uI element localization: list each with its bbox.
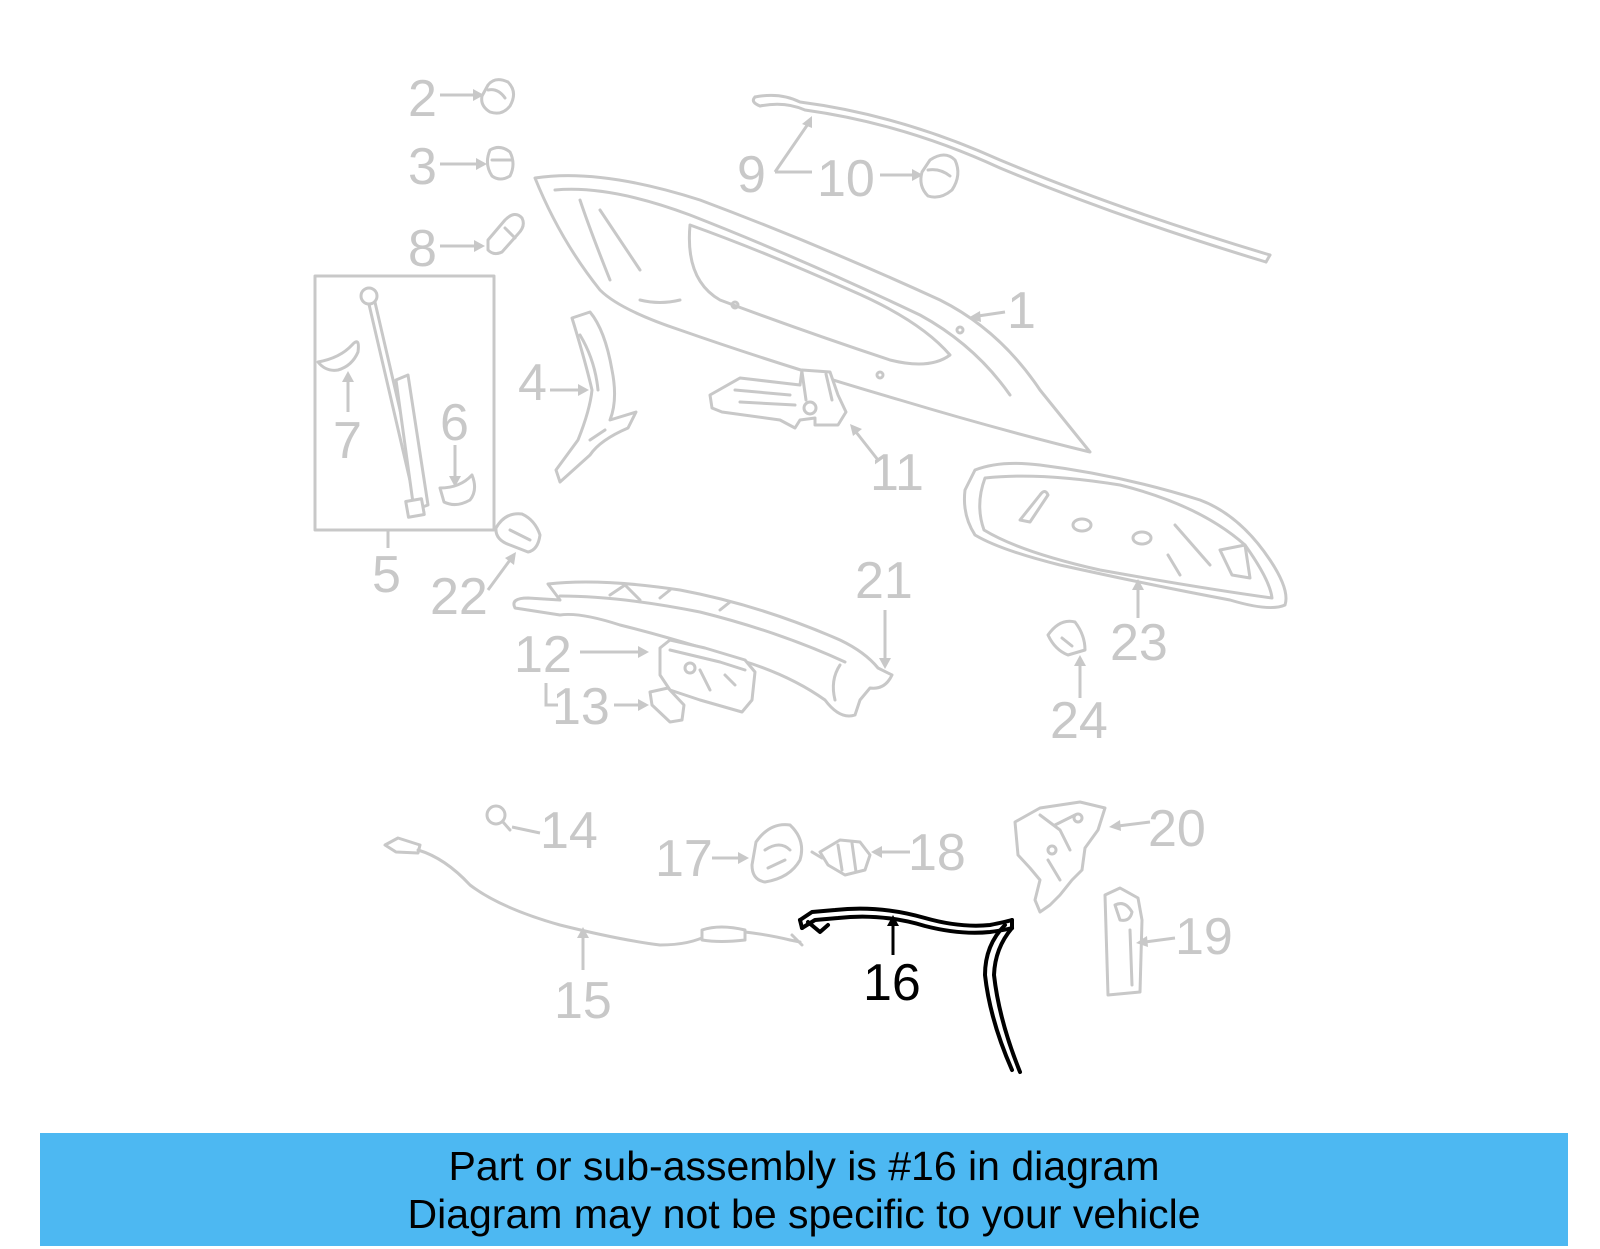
info-banner: Part or sub-assembly is #16 in diagram D…	[40, 1133, 1568, 1246]
callout-1[interactable]: 1	[1007, 282, 1036, 340]
part-1-hood[interactable]	[533, 174, 1092, 454]
callout-11[interactable]: 11	[870, 444, 924, 502]
part-7-bracket[interactable]	[316, 340, 360, 372]
callout-7[interactable]: 7	[333, 412, 362, 470]
part-10-bumper[interactable]	[919, 153, 960, 199]
leader-lines	[342, 89, 1176, 970]
callout-19[interactable]: 19	[1175, 908, 1233, 966]
callout-18[interactable]: 18	[908, 824, 966, 882]
banner-line-part: Part or sub-assembly is #16 in diagram	[448, 1142, 1160, 1189]
leader-16	[887, 915, 899, 955]
callout-4[interactable]: 4	[518, 354, 547, 412]
part-21-support-panel[interactable]	[512, 580, 894, 718]
callout-12[interactable]: 12	[514, 626, 572, 684]
part-12-lock[interactable]	[658, 638, 757, 714]
callout-13[interactable]: 13	[552, 678, 610, 736]
part-17-handle[interactable]	[750, 823, 804, 884]
part-15-release-cable[interactable]	[383, 836, 804, 947]
callout-8[interactable]: 8	[408, 220, 437, 278]
part-5-support-kit[interactable]	[313, 274, 496, 532]
part-20-bracket[interactable]	[1013, 800, 1107, 914]
callout-22[interactable]: 22	[430, 568, 488, 626]
callout-14[interactable]: 14	[540, 802, 598, 860]
part-8-clip[interactable]	[486, 213, 525, 256]
banner-line-disclaimer: Diagram may not be specific to your vehi…	[407, 1190, 1201, 1237]
callout-21[interactable]: 21	[855, 552, 913, 610]
part-3-bumper[interactable]	[485, 145, 515, 181]
part-11-latch[interactable]	[708, 368, 848, 430]
callout-3[interactable]: 3	[408, 138, 437, 196]
part-9-weatherstrip[interactable]	[751, 93, 1272, 264]
part-16-release-cable[interactable]	[798, 906, 1022, 1074]
callout-23[interactable]: 23	[1110, 614, 1168, 672]
part-4-hinge[interactable]	[554, 310, 638, 484]
callout-10[interactable]: 10	[817, 150, 875, 208]
part-19-cover[interactable]	[1103, 886, 1144, 997]
part-22-bumper[interactable]	[494, 512, 542, 554]
callout-5[interactable]: 5	[372, 546, 401, 604]
part-14-clip[interactable]	[485, 804, 512, 832]
callout-6[interactable]: 6	[440, 394, 469, 452]
part-6-bracket[interactable]	[438, 473, 477, 507]
callout-17[interactable]: 17	[655, 830, 713, 888]
part-24-bracket[interactable]	[1046, 619, 1087, 657]
part-13-bracket[interactable]	[648, 686, 686, 724]
callout-9[interactable]: 9	[737, 146, 766, 204]
part-23-insulator[interactable]	[963, 461, 1288, 610]
callout-labels: 1 2 3 4 5 6 7 8 9 10 11 12 13 14 15 16 1…	[333, 70, 1233, 1030]
callout-15[interactable]: 15	[554, 972, 612, 1030]
callout-24[interactable]: 24	[1050, 692, 1108, 750]
callout-20[interactable]: 20	[1148, 800, 1206, 858]
callout-16[interactable]: 16	[863, 954, 921, 1012]
part-2-bumper[interactable]	[480, 78, 515, 115]
part-18-bezel[interactable]	[810, 838, 872, 877]
callout-2[interactable]: 2	[408, 70, 437, 128]
